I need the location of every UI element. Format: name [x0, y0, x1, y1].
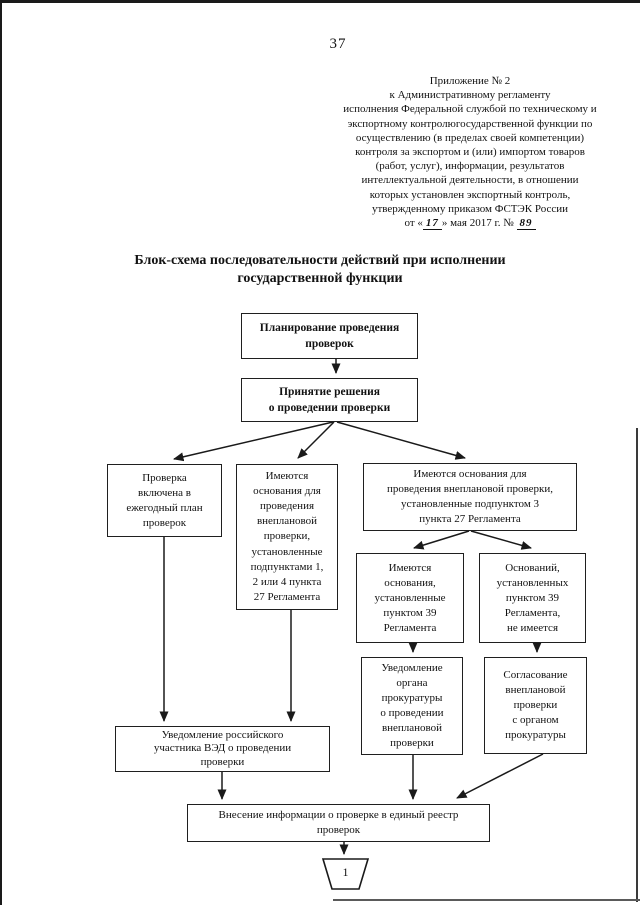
flow-box-unscheduled-1-2-4: Имеются основания для проведения внеплан…	[236, 464, 338, 610]
appendix-line: Приложение № 2	[429, 75, 511, 87]
appendix-line: контроля за экспортом и (или) импортом т…	[355, 146, 585, 159]
flow-box-notify-ved: Уведомление российского участника ВЭД о …	[115, 726, 330, 772]
scan-border-bottom	[333, 899, 640, 901]
order-date-prefix: от «	[404, 217, 423, 230]
arrow-unscheduled-3-to-no-grounds-39	[470, 530, 532, 550]
flow-box-annual-plan: Проверка включена в ежегодный план прове…	[107, 464, 222, 537]
flow-box-unscheduled-3: Имеются основания для проведения внеплан…	[363, 463, 577, 531]
appendix-line: исполнения Федеральной службой по технич…	[343, 103, 597, 116]
flow-box-planning: Планирование проведения проверок	[241, 313, 418, 359]
appendix-line: осуществлению (в пределах своей компетен…	[355, 131, 585, 144]
flow-box-decision: Принятие решения о проведении проверки	[241, 378, 418, 422]
appendix-line: интеллектуальной деятельности, в отношен…	[361, 174, 579, 187]
flow-box-notify-prosecutor: Уведомление органа прокуратуры о проведе…	[361, 657, 463, 755]
appendix-header: Приложение № 2 к Административному регла…	[305, 74, 635, 231]
scan-border-top	[0, 0, 640, 3]
order-date-line: от «17» мая 2017 г. № 89	[305, 216, 635, 231]
handwritten-order-number: 89	[516, 217, 536, 231]
flowchart-title: Блок-схема последовательности действий п…	[134, 253, 506, 286]
arrow-unscheduled-3-to-grounds-39	[413, 530, 470, 550]
appendix-line: к Административному регламенту	[389, 89, 551, 102]
appendix-line: которых установлен экспортный контроль,	[369, 188, 571, 201]
flow-box-no-grounds-39: Оснований, установленных пунктом 39 Регл…	[479, 553, 586, 643]
appendix-line: утвержденному приказом ФСТЭК России	[371, 202, 569, 215]
scan-border-right	[636, 428, 638, 902]
handwritten-day: 17	[422, 217, 442, 231]
appendix-line: (работ, услуг), информации, результатов	[375, 160, 565, 173]
offpage-connector-label: 1	[342, 865, 349, 879]
flow-box-approve-prosecutor: Согласование внеплановой проверки с орга…	[484, 657, 587, 754]
page-number: 37	[329, 36, 347, 52]
arrow-approve-prosecutor-to-register	[456, 753, 544, 799]
order-date-middle: » мая 2017 г. №	[441, 217, 517, 230]
appendix-line: экспортному контролюгосударственной функ…	[347, 117, 593, 130]
flow-box-grounds-39: Имеются основания, установленные пунктом…	[356, 553, 464, 643]
arrow-decision-to-annual-plan	[173, 421, 334, 462]
arrow-decision-to-unscheduled-1-2-4	[297, 421, 335, 459]
flow-box-register: Внесение информации о проверке в единый …	[187, 804, 490, 842]
scan-border-left	[0, 0, 2, 905]
arrow-decision-to-unscheduled-3	[336, 421, 466, 460]
